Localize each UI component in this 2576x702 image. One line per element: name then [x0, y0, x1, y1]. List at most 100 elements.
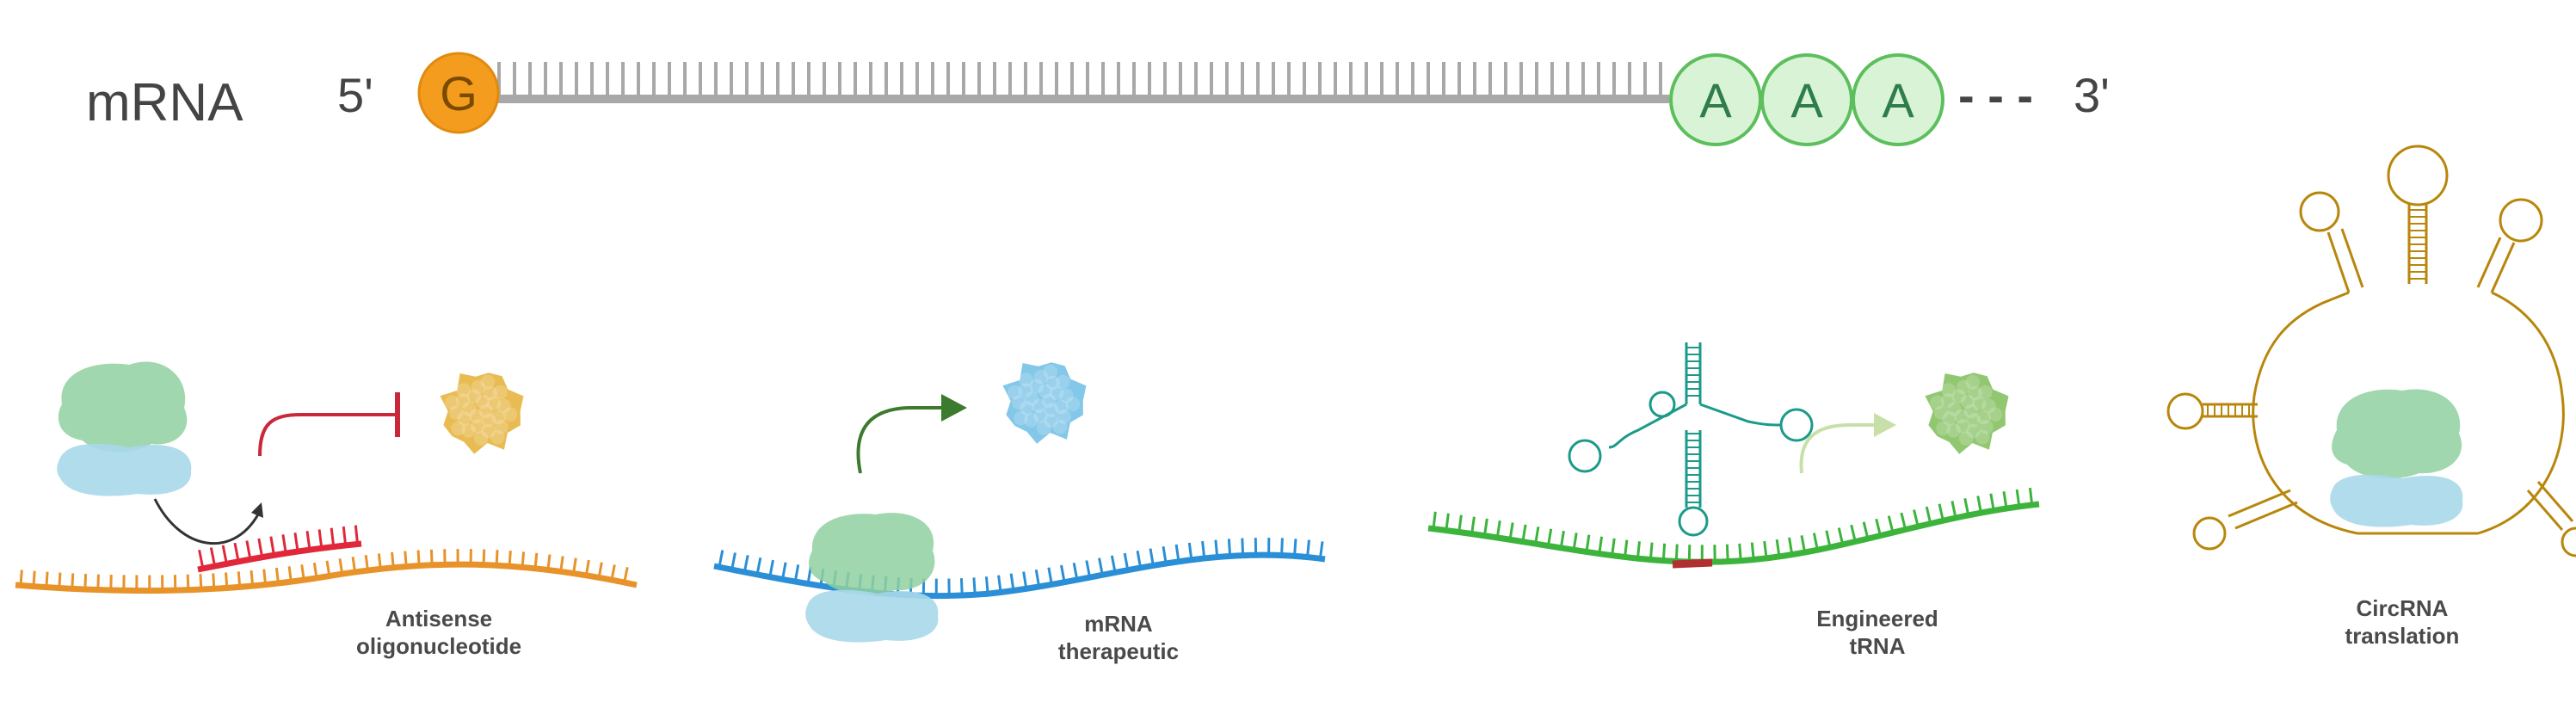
protein-texture	[1946, 423, 1961, 438]
base-tick	[1470, 516, 1476, 534]
base-tick	[718, 550, 724, 568]
base-tick	[1900, 512, 1907, 530]
base-tick	[1963, 498, 1970, 516]
base-tick	[1837, 527, 1845, 545]
base-tick	[1825, 530, 1832, 548]
protein-texture	[1041, 393, 1057, 409]
protein-texture	[448, 405, 464, 421]
protein-texture	[1975, 429, 1990, 445]
panel-circrna-label-1: CircRNA	[2357, 595, 2449, 621]
protein-texture	[1053, 419, 1068, 434]
protein-texture	[493, 385, 508, 400]
circrna-stem-top-right	[2476, 237, 2516, 293]
base-tick	[391, 551, 395, 568]
base-tick	[1072, 563, 1079, 581]
protein-texture	[502, 407, 518, 422]
base-tick	[610, 564, 616, 581]
base-tick	[1149, 548, 1155, 566]
protein-texture	[1976, 410, 1991, 425]
protein-texture	[496, 398, 511, 414]
panel-trna-label-2: tRNA	[1850, 633, 1906, 659]
circrna-right-arc	[2477, 291, 2565, 535]
protein-texture	[481, 423, 496, 439]
panel-therapeutic-label-2: therapeutic	[1058, 638, 1179, 664]
base-tick	[1950, 501, 1957, 519]
trna-t-arm-link	[1699, 403, 1782, 427]
base-tick	[1725, 544, 1729, 562]
three-prime-label: 3'	[2074, 68, 2110, 122]
ribosome-large-subunit	[2332, 389, 2462, 479]
base-tick	[1136, 551, 1143, 569]
base-tick	[1457, 514, 1463, 533]
trna-d-arm-link	[1608, 403, 1687, 449]
base-tick	[623, 567, 629, 583]
poly-a-tail: A A A	[1669, 53, 1944, 146]
ribosome-therapeutic	[805, 513, 939, 643]
base-tick	[45, 571, 49, 588]
ribosome-move-arrow	[153, 498, 260, 545]
base-tick	[330, 527, 336, 547]
base-tick	[997, 575, 1002, 593]
tail-a-letter-2: A	[1790, 73, 1823, 127]
base-tick	[1445, 513, 1450, 531]
base-tick	[1875, 518, 1882, 537]
circrna-structure	[2166, 145, 2576, 557]
base-tick	[269, 536, 275, 556]
protein-texture	[1965, 374, 1981, 390]
protein-texture	[1045, 375, 1060, 391]
trna-d-loop	[1568, 439, 1602, 473]
protein-texture	[478, 403, 494, 419]
base-tick	[1009, 573, 1015, 591]
base-tick	[1598, 536, 1604, 554]
base-tick	[281, 534, 287, 554]
base-tick	[1624, 539, 1629, 557]
base-tick	[1241, 538, 1245, 556]
base-tick	[793, 564, 800, 582]
protein-texture	[475, 394, 490, 410]
circrna-loop-left	[2166, 392, 2204, 430]
protein-texture	[1033, 409, 1048, 423]
protein-texture	[1054, 399, 1069, 415]
trna-translation-arrowhead	[1874, 413, 1896, 437]
base-tick	[572, 557, 577, 574]
base-tick	[287, 566, 293, 582]
base-tick	[237, 571, 242, 588]
target-mrna-bases	[19, 549, 629, 591]
base-tick	[96, 574, 100, 590]
codon-highlight	[1672, 558, 1713, 569]
base-tick	[58, 572, 62, 588]
base-tick	[1661, 543, 1667, 561]
base-tick	[1306, 539, 1310, 557]
base-tick	[1110, 555, 1117, 573]
protein-texture	[455, 393, 471, 408]
trna-target-bases	[1432, 487, 2034, 563]
circrna-left-arc	[2252, 291, 2358, 535]
base-tick	[1913, 509, 1920, 527]
ribosome-small-subunit	[805, 589, 939, 643]
protein-texture	[483, 385, 497, 401]
protein-texture	[491, 410, 506, 425]
base-tick	[212, 573, 216, 589]
base-tick	[404, 551, 408, 567]
base-tick	[1123, 552, 1130, 570]
protein-texture	[1933, 405, 1949, 421]
protein-texture	[1951, 389, 1967, 404]
protein-aso-blob	[440, 373, 524, 454]
base-tick	[1508, 522, 1514, 540]
protein-texture	[1942, 411, 1957, 426]
base-tick	[1201, 540, 1206, 559]
base-tick	[1738, 543, 1742, 561]
protein-texture	[1032, 398, 1046, 414]
protein-texture	[1024, 391, 1039, 406]
protein-texture	[1044, 403, 1059, 417]
protein-texture	[1018, 383, 1033, 397]
base-tick	[1293, 539, 1297, 557]
protein-texture	[1968, 385, 1982, 401]
trna-variable-loop	[1649, 391, 1676, 418]
protein-texture	[1958, 431, 1974, 446]
base-tick	[959, 578, 964, 596]
mrna-schematic: mRNA 5' G A A A - - - 3'	[86, 52, 2110, 146]
panel-therapeutic-label-1: mRNA	[1084, 611, 1153, 637]
base-tick	[2028, 487, 2034, 506]
